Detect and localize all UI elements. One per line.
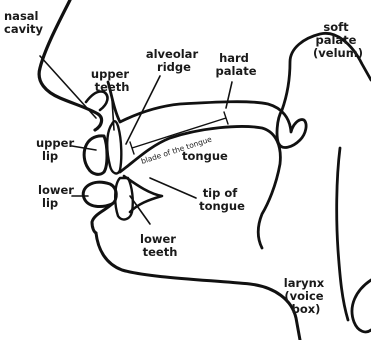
pointer-nasal-cavity [40, 56, 96, 118]
label-soft-palate: soft palate (velum) [313, 20, 363, 60]
nasal-passage [86, 91, 107, 110]
label-upper-teeth: upper teeth [91, 67, 133, 94]
label-alveolar-ridge: alveolar ridge [146, 47, 202, 74]
pointer-hard-palate [226, 82, 232, 108]
label-lower-teeth: lower teeth [140, 232, 180, 259]
pharynx-wall [337, 148, 348, 320]
chin-curve [92, 204, 112, 233]
label-upper-lip: upper lip [36, 136, 78, 163]
label-nasal-cavity: nasal cavity [4, 9, 44, 36]
label-hard-palate: hard palate [216, 51, 257, 78]
larynx-curve [352, 280, 371, 332]
label-larynx: larynx (voice box) [284, 276, 329, 316]
label-tongue: tongue [182, 149, 228, 163]
label-lower-lip: lower lip [38, 183, 78, 210]
chin-throat-outline [96, 233, 300, 340]
label-tip-of-tongue: tip of tongue [199, 186, 245, 213]
upper-lip-shape [84, 136, 107, 174]
